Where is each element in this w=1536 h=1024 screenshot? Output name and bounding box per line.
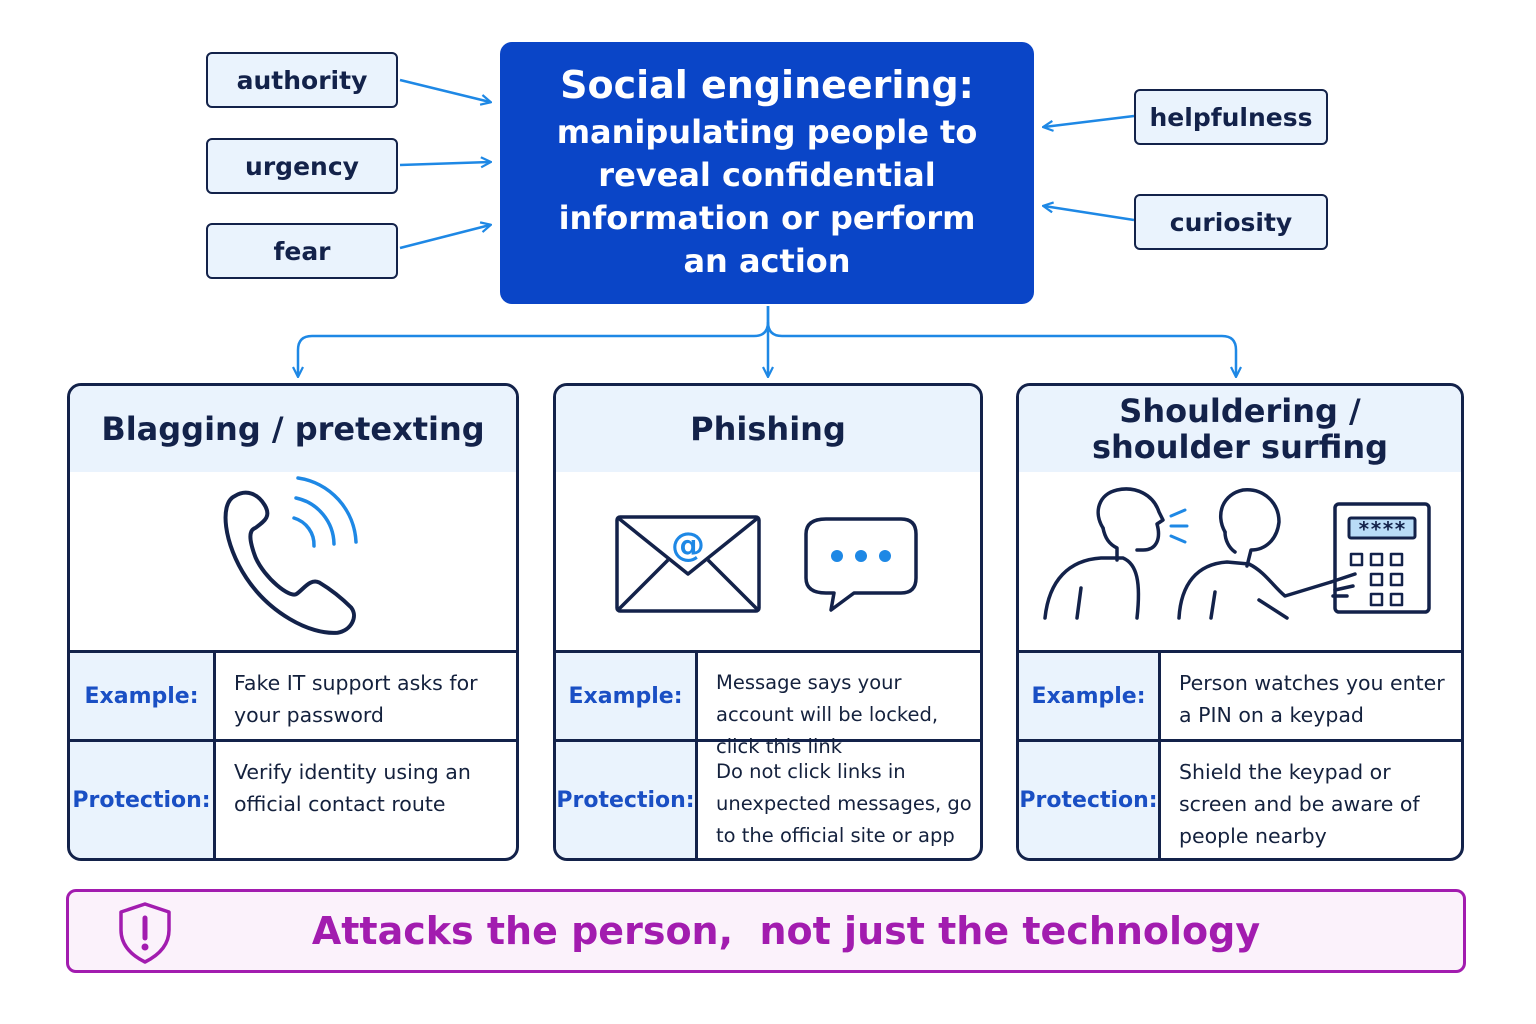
example-row: Example: Person watches you enter a PIN … <box>1019 653 1461 742</box>
protection-text: Verify identity using an official contac… <box>234 760 471 816</box>
card-title: Blagging / pretexting <box>70 386 516 472</box>
central-definition: manipulating people to reveal confidenti… <box>556 113 978 280</box>
keypad-icon <box>1333 502 1431 614</box>
protection-label: Protection: <box>70 742 216 858</box>
branch-right <box>766 321 1236 376</box>
branch-left <box>298 306 770 376</box>
shield-warning-icon <box>119 902 171 964</box>
factor-authority: authority <box>206 52 398 108</box>
factor-urgency: urgency <box>206 138 398 194</box>
example-row: Example: Message says your account will … <box>556 653 980 758</box>
chat-bubble-icon <box>804 517 918 612</box>
banner-text: Attacks the person, not just the technol… <box>311 909 1261 953</box>
phone-ringing-icon <box>223 476 358 635</box>
keypad-display: **** <box>1358 517 1406 541</box>
example-row: Example: Fake IT support asks for your p… <box>70 653 516 742</box>
protection-row: Protection: Verify identity using an off… <box>70 742 516 858</box>
arrow-curiosity <box>1044 206 1135 222</box>
example-text: Person watches you enter a PIN on a keyp… <box>1179 671 1445 727</box>
example-label: Example: <box>70 653 216 739</box>
protection-text: Do not click links in unexpected message… <box>716 760 972 847</box>
example-text: Fake IT support asks for your password <box>234 671 478 727</box>
card-table: Example: Fake IT support asks for your p… <box>70 650 516 858</box>
card-title: Phishing <box>556 386 980 472</box>
protection-label: Protection: <box>1019 742 1161 858</box>
factor-helpfulness: helpfulness <box>1134 89 1328 145</box>
email-icon <box>615 515 761 613</box>
at-sign-icon: @ <box>671 525 705 565</box>
key-message-banner: Attacks the person, not just the technol… <box>66 889 1466 973</box>
arrow-authority <box>399 78 490 102</box>
card-illustration: @ <box>556 472 980 650</box>
factor-fear: fear <box>206 223 398 279</box>
arrow-urgency <box>399 162 490 165</box>
watcher-person-icon <box>1043 487 1165 620</box>
arrow-helpfulness <box>1044 114 1135 127</box>
arrow-fear <box>399 225 490 250</box>
email-and-chat-icon: @ <box>615 515 918 613</box>
gaze-lines-icon <box>1169 508 1189 544</box>
example-label: Example: <box>556 653 698 739</box>
card-illustration <box>70 472 516 650</box>
factor-curiosity: curiosity <box>1134 194 1328 250</box>
card-shouldering: Shouldering / shoulder surfing <box>1016 383 1464 861</box>
victim-person-icon <box>1177 488 1357 620</box>
example-text: Message says your account will be locked… <box>716 671 939 758</box>
protection-row: Protection: Shield the keypad or screen … <box>1019 742 1461 858</box>
card-illustration: **** <box>1019 472 1461 650</box>
card-blagging: Blagging / pretexting Example: Fake IT s… <box>67 383 519 861</box>
example-label: Example: <box>1019 653 1161 739</box>
card-title: Shouldering / shoulder surfing <box>1019 386 1461 472</box>
protection-label: Protection: <box>556 742 698 858</box>
protection-text: Shield the keypad or screen and be aware… <box>1179 760 1420 848</box>
protection-row: Protection: Do not click links in unexpe… <box>556 742 980 858</box>
card-table: Example: Message says your account will … <box>556 650 980 858</box>
card-phishing: Phishing @ Example: Message says your ac… <box>553 383 983 861</box>
people-watching-keypad-icon: **** <box>1043 487 1431 620</box>
card-table: Example: Person watches you enter a PIN … <box>1019 650 1461 858</box>
central-concept: Social engineering: manipulating people … <box>500 42 1034 304</box>
central-title: Social engineering: <box>560 63 974 107</box>
